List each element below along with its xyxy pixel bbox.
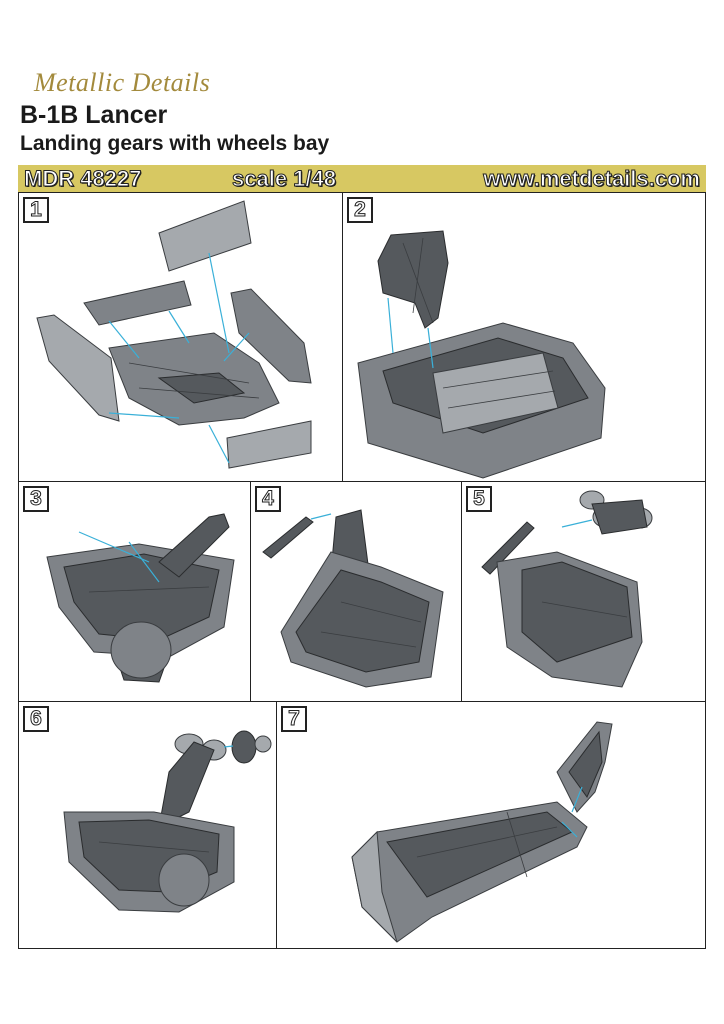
info-band: MDR 48227 scale 1/48 www.metdetails.com	[18, 165, 706, 194]
step-2-illustration	[357, 230, 606, 479]
step-number: 6	[23, 706, 49, 732]
step-panel-1: 1	[18, 192, 343, 482]
step-panel-6: 6	[18, 701, 277, 949]
step-7-illustration	[351, 721, 613, 943]
step-number: 4	[255, 486, 281, 512]
step-panel-2: 2	[342, 192, 706, 482]
step-3-illustration	[46, 513, 235, 683]
page-title: B-1B Lancer	[20, 101, 168, 129]
scale-label: scale 1/48	[232, 166, 337, 192]
step-panel-4: 4	[250, 481, 462, 702]
step-1-illustration	[36, 200, 312, 469]
step-number: 5	[466, 486, 492, 512]
step-number: 1	[23, 197, 49, 223]
step-6-illustration	[63, 730, 272, 913]
website-link[interactable]: www.metdetails.com	[483, 166, 701, 192]
step-panel-5: 5	[461, 481, 706, 702]
step-number: 7	[281, 706, 307, 732]
step-number: 3	[23, 486, 49, 512]
page-subtitle: Landing gears with wheels bay	[20, 132, 330, 155]
product-code: MDR 48227	[23, 166, 142, 192]
step-4-illustration	[262, 509, 444, 688]
brand-logo: Metallic Details	[34, 68, 211, 97]
step-panel-3: 3	[18, 481, 251, 702]
step-panel-7: 7	[276, 701, 706, 949]
step-number: 2	[347, 197, 373, 223]
step-5-illustration	[481, 490, 653, 688]
